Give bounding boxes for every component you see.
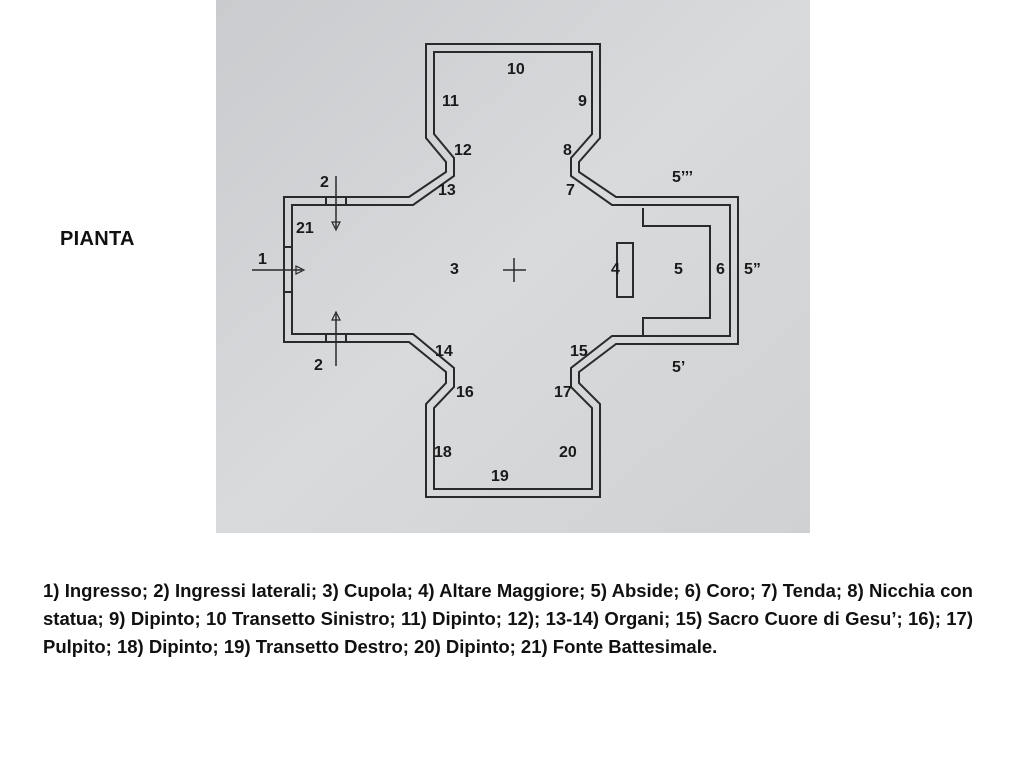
label-10: 10 (507, 61, 525, 78)
label-8: 8 (563, 142, 572, 159)
label-21: 21 (296, 220, 314, 237)
label-5-prime: 5’ (672, 359, 685, 376)
choir-wall (642, 208, 711, 336)
label-17: 17 (554, 384, 572, 401)
label-11: 11 (442, 93, 459, 110)
label-2-top: 2 (320, 174, 329, 191)
side-entrance-arrowhead-top (331, 221, 341, 232)
label-13: 13 (438, 182, 456, 199)
main-altar (616, 242, 634, 298)
label-18: 18 (434, 444, 452, 461)
floor-plan-diagram: 1 2 2 21 3 4 5 6 5” 5’’’ 5’ 7 8 9 10 11 … (216, 0, 810, 533)
label-9: 9 (578, 93, 587, 110)
label-12: 12 (454, 142, 472, 159)
legend-text: 1) Ingresso; 2) Ingressi laterali; 3) Cu… (43, 580, 973, 657)
floor-plan-photo: 1 2 2 21 3 4 5 6 5” 5’’’ 5’ 7 8 9 10 11 … (216, 0, 810, 533)
label-19: 19 (491, 468, 509, 485)
outer-wall (283, 43, 739, 498)
label-3: 3 (450, 261, 459, 278)
entrance-arrowhead (295, 265, 306, 275)
label-5-double-prime: 5” (744, 261, 761, 278)
label-15: 15 (570, 343, 588, 360)
label-5-triple-prime: 5’’’ (672, 169, 693, 186)
side-entrance-arrowhead-bottom (331, 310, 341, 321)
inner-wall (291, 51, 731, 490)
page-title: PIANTA (60, 228, 135, 250)
label-4: 4 (611, 261, 620, 278)
label-20: 20 (559, 444, 577, 461)
label-16: 16 (456, 384, 474, 401)
label-1: 1 (258, 251, 267, 268)
label-7: 7 (566, 182, 575, 199)
label-2-bottom: 2 (314, 357, 323, 374)
label-14: 14 (435, 343, 453, 360)
label-5: 5 (674, 261, 683, 278)
label-6: 6 (716, 261, 725, 278)
